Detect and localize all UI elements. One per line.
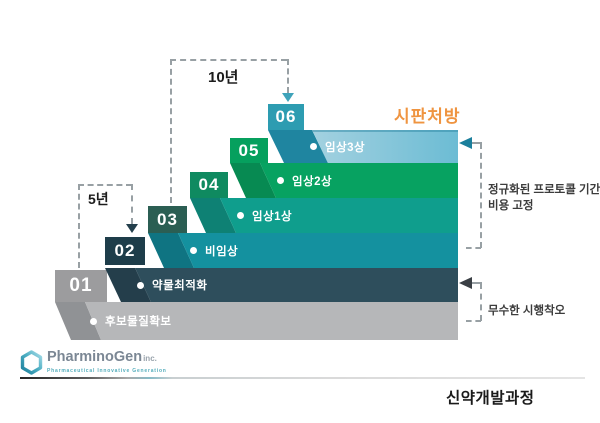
trial-error-bracket-line [480,283,482,321]
trial-error-bracket-tick [466,320,481,322]
bar-label: 약물최적화 [137,277,207,293]
five-year-bracket-top-line [78,184,132,186]
step-number: 03 [157,209,178,229]
step-block-02: 02 [105,237,145,265]
bar-body [85,302,458,340]
step-bar-06: 임상3상 [268,130,458,163]
bar-label-text: 후보물질확보 [105,316,172,328]
bar-body [260,163,458,198]
step-number: 05 [238,140,260,160]
five-year-bracket-left-line [78,184,80,268]
step-number: 06 [275,107,297,126]
trial-error-arrow-dash [472,282,482,284]
protocol-note-line1: 정규화된 프로토콜 기간 [488,184,600,196]
bar-label-text: 비임상 [205,245,239,258]
logo-name-suffix: inc. [143,354,157,363]
protocol-bracket-line [480,143,482,248]
bullet-icon [310,143,317,150]
bar-label: 임상1상 [237,208,292,224]
ten-year-label: 10년 [208,69,239,86]
bar-body [220,198,458,233]
ten-year-bracket-top-line [170,59,287,61]
ten-year-bracket-right-line [287,59,289,93]
protocol-left-arrow-icon [459,137,472,149]
bullet-icon [190,247,197,254]
divider-line [20,377,585,379]
step-number: 01 [69,275,93,296]
bullet-icon [90,317,97,325]
logo-text: PharminoGeninc. Pharmaceutical Innovativ… [47,350,167,375]
bar-label: 임상3상 [310,139,365,155]
bar-label-text: 약물최적화 [152,280,208,292]
ten-year-down-arrow-icon [282,93,294,102]
logo-name-main: PharminoGen [47,349,143,365]
step-bar-03: 비임상 [148,233,458,268]
step-bar-05: 임상2상 [230,163,458,198]
bar-body [135,268,458,302]
step-number: 02 [114,241,136,260]
step-block-06: 06 [268,104,304,130]
bullet-icon [237,212,244,219]
protocol-note: 정규화된 프로토콜 기간 비용 고정 [488,182,600,214]
step-bar-04: 임상1상 [190,198,458,233]
bullet-icon [277,177,284,184]
bar-body [178,233,458,268]
bar-label-text: 임상2상 [292,175,333,188]
five-year-bracket-right-line [131,184,133,224]
bar-label: 비임상 [190,243,238,259]
step-bar-01: 후보물질확보 [55,302,458,340]
bar-label-text: 임상1상 [252,210,293,223]
step-bar-02: 약물최적화 [105,268,458,302]
bar-body [312,130,458,163]
step-block-05: 05 [230,138,268,163]
five-year-down-arrow-icon [126,224,138,233]
protocol-arrow-dash [472,142,482,144]
ten-year-bracket-left-line [170,59,172,203]
bar-label-text: 임상3상 [325,141,366,154]
step-number: 04 [198,175,220,194]
bullet-icon [137,281,144,289]
step-block-03: 03 [148,206,187,233]
bar-label: 후보물질확보 [90,313,171,329]
trial-error-left-arrow-icon [459,277,472,289]
logo: PharminoGeninc. Pharmaceutical Innovativ… [20,350,167,375]
logo-tagline: Pharmaceutical Innovative Generation [47,368,167,374]
protocol-bracket-tick [466,247,481,249]
five-year-label: 5년 [88,191,109,207]
market-prescription-label: 시판처방 [394,107,461,126]
diagram-title: 신약개발과정 [446,390,535,407]
bar-label: 임상2상 [277,173,332,189]
logo-name: PharminoGeninc. [47,350,167,366]
step-block-01: 01 [55,270,107,302]
hexagon-logo-icon [20,350,43,375]
protocol-note-line2: 비용 고정 [488,200,534,212]
step-block-04: 04 [190,172,228,198]
trial-error-note: 무수한 시행착오 [488,305,566,317]
